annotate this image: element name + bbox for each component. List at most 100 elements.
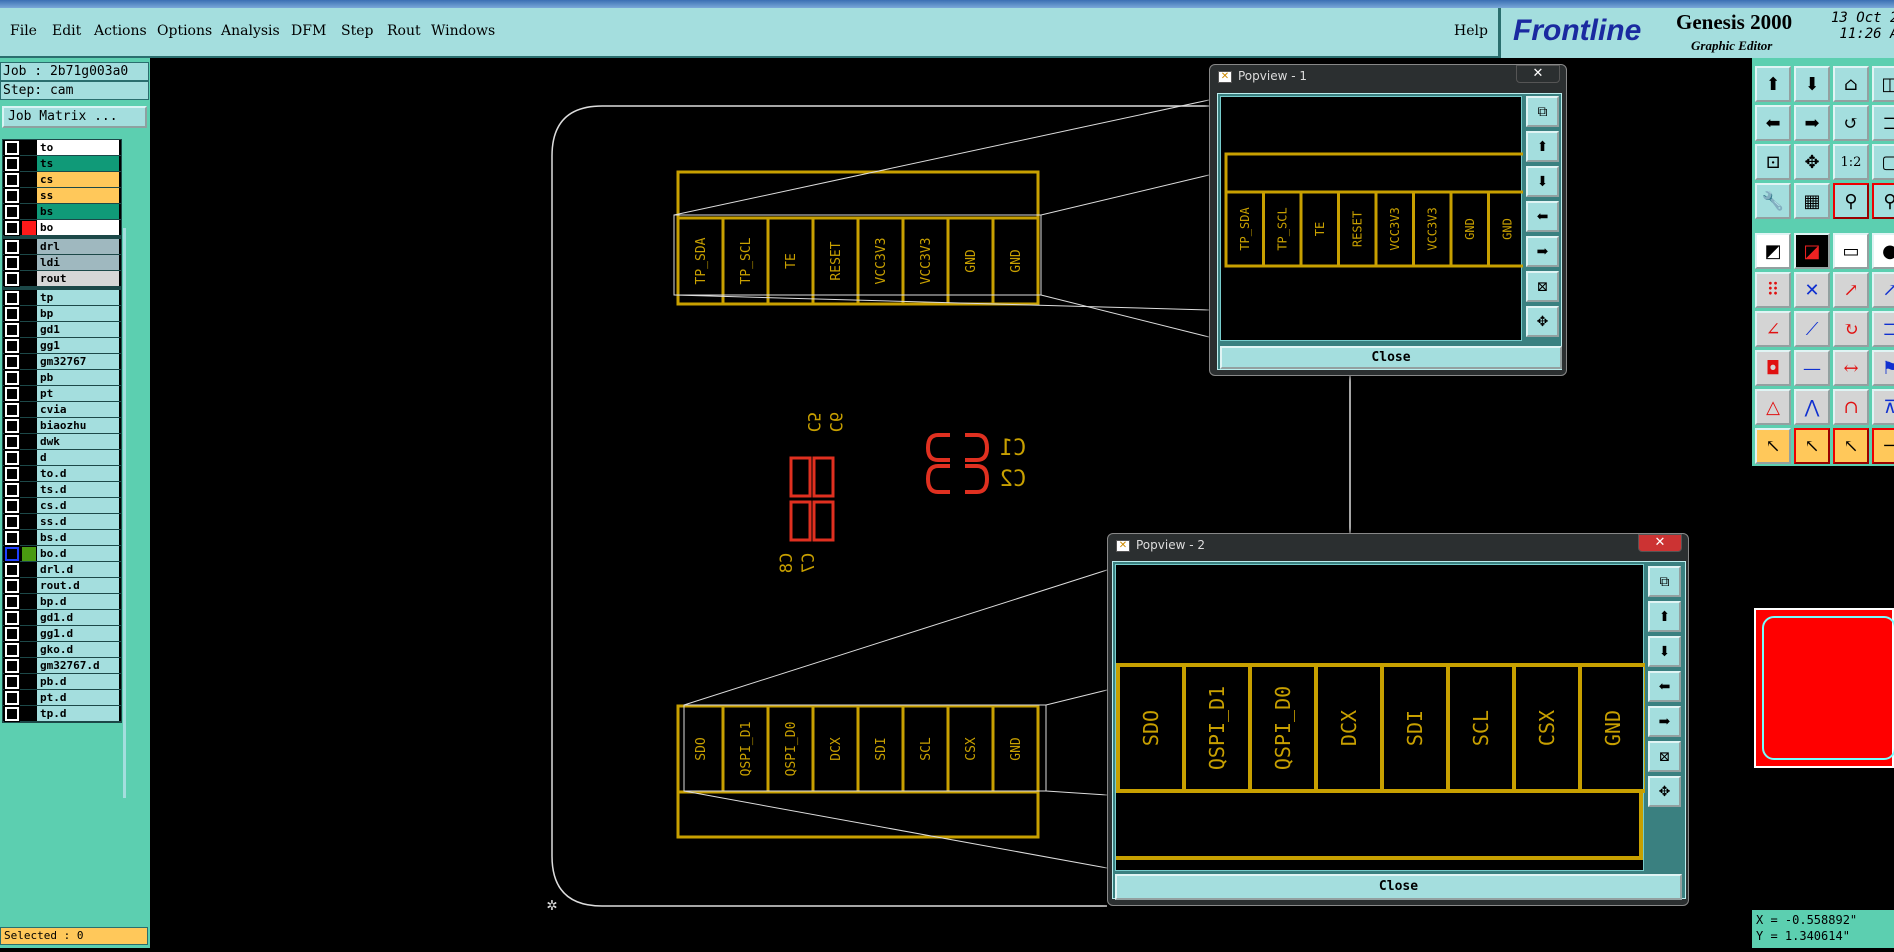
layer-color-swatch[interactable] [22,530,36,545]
arch-icon[interactable]: ∩ [1833,389,1869,425]
layer-checkbox[interactable] [4,593,20,610]
layer-row-gd1[interactable]: gd1 [3,321,121,338]
layer-name[interactable]: ldi [37,255,119,270]
tools-palette-icon[interactable]: 🔧 [1755,183,1791,219]
layer-row-cs-d[interactable]: cs.d [3,497,121,514]
route-icon[interactable]: ⊣ [1872,428,1894,464]
pan-up-icon[interactable]: ⬆ [1755,66,1791,102]
layer-row-bo-d[interactable]: bo.d [3,545,121,562]
pan-down-icon[interactable]: ⬇ [1526,166,1559,197]
layer-color-swatch[interactable] [22,220,36,235]
layer-row-ldi[interactable]: ldi [3,254,121,271]
layer-name[interactable]: bo [37,220,119,235]
arc-cross-icon[interactable]: ⊼ [1872,389,1894,425]
mirror-icon[interactable]: ⊐ [1872,311,1894,347]
layer-color-swatch[interactable] [22,418,36,433]
layer-name[interactable]: tp.d [37,706,119,721]
layer-name[interactable]: to.d [37,466,119,481]
layer-row-ss-d[interactable]: ss.d [3,513,121,530]
layer-checkbox[interactable] [4,401,20,418]
layer-row-tp-d[interactable]: tp.d [3,705,121,722]
home-icon[interactable]: ⌂ [1833,66,1869,102]
layer-checkbox[interactable] [4,577,20,594]
angle-icon[interactable]: ∠ [1755,311,1791,347]
pan-right-icon[interactable]: ➡ [1648,706,1681,737]
layer-color-swatch[interactable] [22,658,36,673]
arc-icon[interactable]: ⋀ [1794,389,1830,425]
layer-checkbox[interactable] [4,171,20,188]
layer-checkbox[interactable] [4,385,20,402]
redraw-icon[interactable]: ⊐ [1872,105,1894,141]
layer-color-swatch[interactable] [22,674,36,689]
layer-color-swatch[interactable] [22,482,36,497]
layer-color-swatch[interactable] [22,338,36,353]
layer-row-gko-d[interactable]: gko.d [3,641,121,658]
layer-name[interactable]: bs.d [37,530,119,545]
layer-checkbox[interactable] [4,203,20,220]
triangle-icon[interactable]: △ [1755,389,1791,425]
layer-row-cvia[interactable]: cvia [3,401,121,418]
layer-checkbox[interactable] [4,155,20,172]
menu-windows[interactable]: Windows [431,23,496,39]
layer-row-drl-d[interactable]: drl.d [3,561,121,578]
layer-name[interactable]: pb.d [37,674,119,689]
layer-row-rout[interactable]: rout [3,270,121,287]
layer-name[interactable]: gko.d [37,642,119,657]
layer-row-bs-d[interactable]: bs.d [3,529,121,546]
pointer-box-icon[interactable]: ↖ [1794,428,1830,464]
layer-color-swatch[interactable] [22,354,36,369]
menu-actions[interactable]: Actions [94,23,147,39]
layer-name[interactable]: bp.d [37,594,119,609]
menu-edit[interactable]: Edit [52,23,82,39]
layer-row-gm32767[interactable]: gm32767 [3,353,121,370]
layer-checkbox[interactable] [4,305,20,322]
layer-color-swatch[interactable] [22,290,36,305]
menu-help[interactable]: Help [1454,23,1488,39]
layer-color-swatch[interactable] [22,271,36,286]
layer-checkbox[interactable] [4,369,20,386]
layer-checkbox[interactable] [4,497,20,514]
rotate-icon[interactable]: ↻ [1833,311,1869,347]
layer-color-swatch[interactable] [22,434,36,449]
layer-row-gd1-d[interactable]: gd1.d [3,609,121,626]
zoom-back-icon[interactable]: ⧉ [1648,566,1681,597]
layer-name[interactable]: ts [37,156,119,171]
layer-row-rout-d[interactable]: rout.d [3,577,121,594]
layer-checkbox[interactable] [4,561,20,578]
layer-name[interactable]: tp [37,290,119,305]
layer-checkbox[interactable] [4,705,20,722]
layer-checkbox[interactable] [4,321,20,338]
layer-name[interactable]: biaozhu [37,418,119,433]
zoom-back-icon[interactable]: ⧉ [1526,96,1559,127]
layer-row-gm32767-d[interactable]: gm32767.d [3,657,121,674]
menu-step[interactable]: Step [341,23,374,39]
pan-down-icon[interactable]: ⬇ [1794,66,1830,102]
layer-checkbox[interactable] [4,625,20,642]
layer-row-tp[interactable]: tp [3,289,121,306]
layer-color-swatch[interactable] [22,255,36,270]
layer-row-cs[interactable]: cs [3,171,121,188]
layer-checkbox[interactable] [4,689,20,706]
layer-color-swatch[interactable] [22,306,36,321]
zoom-out-icon[interactable]: ✥ [1648,776,1681,807]
layer-checkbox[interactable] [4,238,20,255]
layer-name[interactable]: rout.d [37,578,119,593]
scale-1-2-icon[interactable]: 1:2 [1833,144,1869,180]
layer-checkbox[interactable] [4,219,20,236]
layer-color-swatch[interactable] [22,562,36,577]
layer-row-bo[interactable]: bo [3,219,121,236]
layer-name[interactable]: d [37,450,119,465]
layer-row-ts[interactable]: ts [3,155,121,172]
layer-row-gg1[interactable]: gg1 [3,337,121,354]
layer-name[interactable]: gd1.d [37,610,119,625]
layer-color-swatch[interactable] [22,156,36,171]
menu-file[interactable]: File [10,23,37,39]
menu-analysis[interactable]: Analysis [221,23,280,39]
layer-color-swatch[interactable] [22,610,36,625]
menu-rout[interactable]: Rout [387,23,421,39]
layer-row-pt-d[interactable]: pt.d [3,689,121,706]
layer-color-swatch[interactable] [22,204,36,219]
layer-checkbox[interactable] [4,417,20,434]
